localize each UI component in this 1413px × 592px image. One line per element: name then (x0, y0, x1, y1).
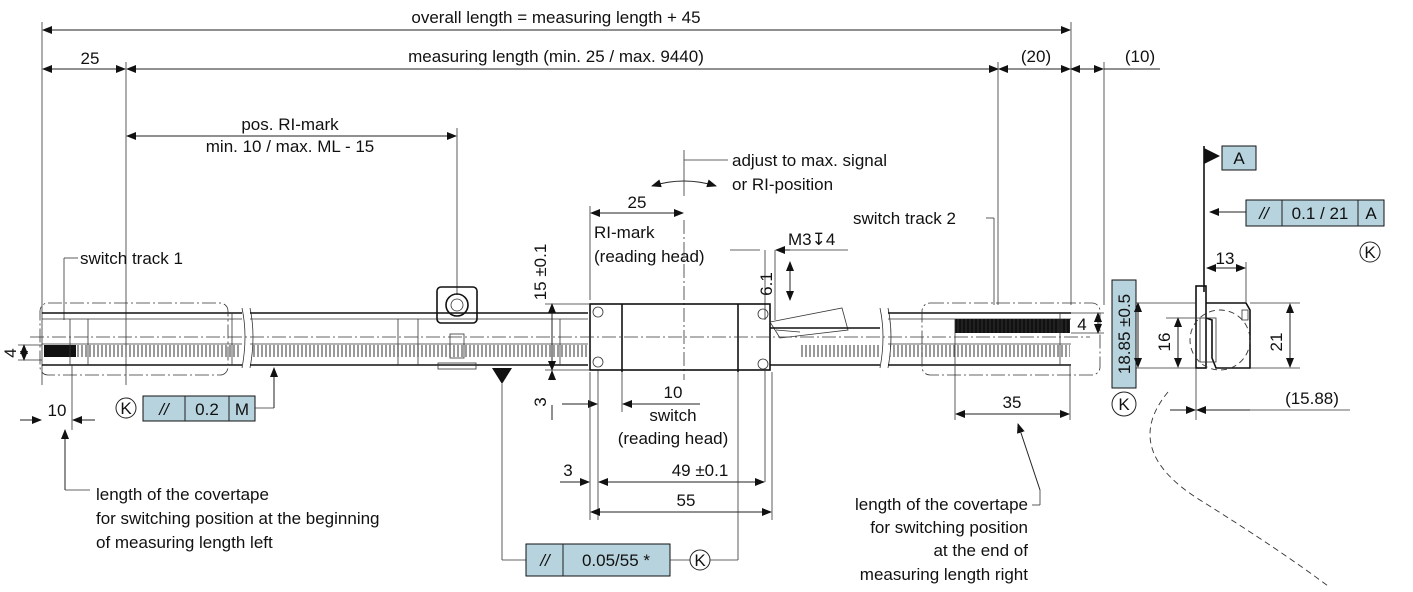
overall-length-label: overall length = measuring length + 45 (411, 8, 700, 27)
covertape-right-note: length of the covertape for switching po… (855, 495, 1028, 584)
covertape-left-line-3: of measuring length left (96, 533, 273, 552)
side-view: A // 0.1 / 21 A K 13 18.85 ±0.5 K 16 (1111, 145, 1385, 587)
tol-0-2-value: 0.2 (195, 400, 219, 419)
dim-6-1-label: 6.1 (757, 272, 776, 296)
ri-mark-head-dimension: 25 RI-mark (reading head) (589, 193, 705, 380)
datum-a-label: A (1233, 149, 1245, 168)
left-body-dimensions: 4 10 (1, 344, 95, 491)
ri-mark-label: RI-mark (594, 223, 655, 242)
dim-4-left-label: 4 (1, 348, 20, 357)
datum-k-label-4: K (1118, 395, 1130, 414)
dim-4-right-label: 4 (1077, 315, 1086, 334)
measuring-length-label: measuring length (min. 25 / max. 9440) (408, 47, 704, 66)
tolerance-frame-parallel-0-05: // 0.05/55 * K (492, 368, 739, 577)
head-length-dimensions: 3 49 ±0.1 55 (560, 368, 773, 520)
switch-head-label: (reading head) (618, 429, 729, 448)
switch-label: switch (649, 406, 696, 425)
dim-3-top-label: 3 (531, 397, 550, 406)
parallel-symbol: // (158, 400, 171, 419)
scale-body (30, 286, 1101, 376)
parallel-symbol-2: // (539, 551, 552, 570)
pos-ri-mark-label: pos. RI-mark (241, 115, 339, 134)
dim-10-right-label: (10) (1125, 47, 1155, 66)
switch-track-1-callout: switch track 1 (63, 249, 183, 320)
covertape-left-line-2: for switching position at the beginning (96, 509, 380, 528)
switch-track-2-callout: switch track 2 (853, 209, 995, 305)
switch-track-1-label: switch track 1 (80, 249, 183, 268)
thread-label: M3↧4 (788, 230, 835, 249)
adjust-label-2: or RI-position (732, 175, 833, 194)
head-vertical-dimensions: 15 ±0.1 3 (531, 244, 590, 420)
covertape-right-line-3: at the end of (933, 541, 1028, 560)
parallel-symbol-3: // (1258, 204, 1271, 223)
datum-k-label-2: K (694, 551, 706, 570)
switch-dimension: 10 switch (reading head) (562, 370, 728, 520)
adjust-indicator: adjust to max. signal or RI-position (651, 150, 887, 196)
covertape-left-line-1: length of the covertape (96, 485, 269, 504)
dim-18-85-label: 18.85 ±0.5 (1115, 294, 1134, 374)
switch-track-2-label: switch track 2 (853, 209, 956, 228)
dim-15-88-label: (15.88) (1285, 389, 1339, 408)
dim-55-label: 55 (677, 491, 696, 510)
covertape-right-line-4: measuring length right (860, 565, 1028, 584)
reading-head (589, 303, 849, 372)
dim-3-bottom-label: 3 (563, 461, 572, 480)
thread-callout: M3↧4 6.1 (730, 230, 848, 320)
tol-0-05-value: 0.05/55 * (582, 551, 650, 570)
tol-0-1-21-value: 0.1 / 21 (1292, 204, 1349, 223)
measuring-length-dimension: 25 measuring length (min. 25 / max. 9440… (42, 47, 1160, 385)
datum-m-label: M (235, 400, 249, 419)
right-body-dimensions: 4 35 (954, 312, 1104, 506)
pos-ri-mark-dimension: pos. RI-mark min. 10 / max. ML - 15 (126, 115, 458, 295)
datum-k-label-3: K (1364, 243, 1376, 262)
ri-mark-head-label: (reading head) (594, 247, 705, 266)
dim-15-label: 15 ±0.1 (531, 244, 550, 301)
clamp-screw (436, 286, 478, 324)
dim-35-label: 35 (1003, 393, 1022, 412)
dim-49-label: 49 ±0.1 (672, 461, 729, 480)
dim-21-label: 21 (1267, 333, 1286, 352)
adjust-label-1: adjust to max. signal (732, 151, 887, 170)
dim-16-label: 16 (1155, 333, 1174, 352)
datum-a-ref-label: A (1365, 204, 1377, 223)
switch-track-1-mark (44, 345, 76, 357)
dim-25-left-label: 25 (81, 49, 100, 68)
dim-10-left-label: 10 (48, 401, 67, 420)
datum-k-label: K (120, 399, 132, 418)
dim-25-head-label: 25 (628, 193, 647, 212)
pos-ri-mark-range-label: min. 10 / max. ML - 15 (206, 137, 374, 156)
dim-10-switch-label: 10 (664, 383, 683, 402)
dim-20-label: (20) (1021, 47, 1051, 66)
covertape-left-note: length of the covertape for switching po… (96, 485, 380, 552)
dim-13-label: 13 (1216, 249, 1235, 268)
covertape-right-line-2: for switching position (870, 518, 1028, 537)
tolerance-frame-parallel-0-2: K // 0.2 M (115, 367, 278, 422)
covertape-right-line-1: length of the covertape (855, 495, 1028, 514)
